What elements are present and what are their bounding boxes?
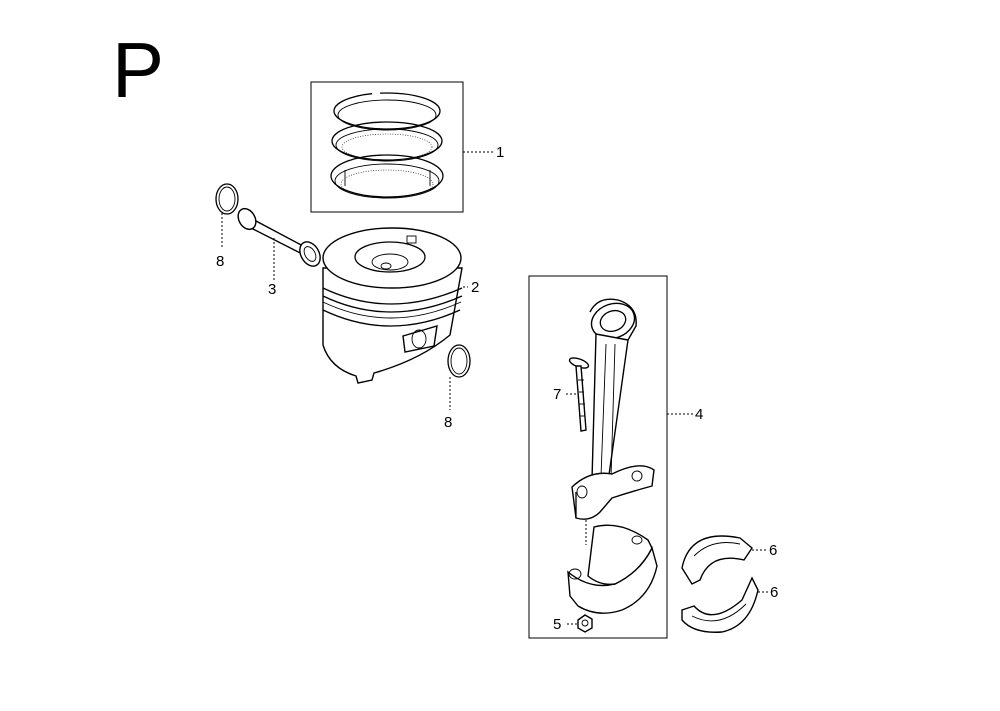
piston-pin-clip-left bbox=[215, 183, 239, 248]
callout-7: 7 bbox=[553, 386, 561, 403]
section-letter: P bbox=[112, 26, 164, 114]
rod-nut bbox=[567, 614, 593, 633]
piston bbox=[322, 227, 468, 384]
piston-ring-set bbox=[310, 81, 493, 213]
piston-pin-clip-right bbox=[447, 344, 471, 410]
rod-bearing-upper bbox=[681, 535, 766, 585]
callout-8-left: 8 bbox=[216, 253, 224, 270]
piston-ring-second bbox=[331, 121, 443, 162]
callout-8-right: 8 bbox=[444, 414, 452, 431]
callout-6-lower: 6 bbox=[770, 584, 778, 601]
connecting-rod-frame bbox=[528, 275, 668, 639]
rod-bolt bbox=[566, 357, 590, 432]
piston-ring-oil bbox=[330, 154, 444, 199]
callout-4: 4 bbox=[695, 406, 703, 423]
rod-bearing-lower bbox=[681, 576, 768, 633]
callout-2: 2 bbox=[471, 279, 479, 296]
callout-6-upper: 6 bbox=[769, 542, 777, 559]
piston-pin bbox=[237, 207, 321, 280]
connecting-rod-cap bbox=[567, 524, 658, 614]
callout-5: 5 bbox=[553, 616, 561, 633]
callout-1: 1 bbox=[496, 144, 504, 161]
callout-3: 3 bbox=[268, 281, 276, 298]
ring-set-frame bbox=[310, 81, 464, 213]
connecting-rod bbox=[571, 298, 655, 520]
piston-ring-top bbox=[333, 90, 441, 131]
